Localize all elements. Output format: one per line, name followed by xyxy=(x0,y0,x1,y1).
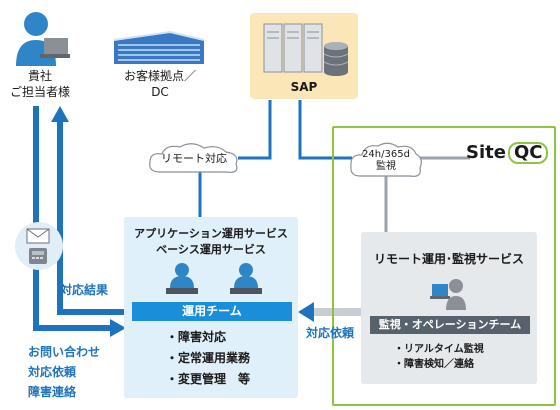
result-arrowhead xyxy=(51,106,69,122)
ops-bullet-change: ・変更管理 等 xyxy=(166,372,251,386)
result-flow-label: 対応結果 xyxy=(60,283,109,297)
customer-line2: ご担当者様 xyxy=(9,85,70,99)
dc-line2: DC xyxy=(151,85,169,99)
dc-line1: お客様拠点／ xyxy=(123,69,196,83)
monitor-cloud-line2: 監視 xyxy=(376,161,396,172)
ops-team-band: 運用チーム xyxy=(132,302,292,321)
building-icon xyxy=(113,30,205,64)
ops-bullet-incident: ・障害対応 xyxy=(166,330,227,344)
monitor-cloud-label: 24h/365d 監視 xyxy=(350,149,422,173)
remote-bullet-realtime: ・リアルタイム監視 xyxy=(394,344,484,355)
remote-service-title: リモート運用･監視サービス xyxy=(373,252,524,266)
inquiry-arrowhead xyxy=(110,319,126,337)
monitoring-team-band: 監視・オペレーションチーム xyxy=(370,316,530,334)
contact-icons xyxy=(15,222,63,270)
siteqc-frame xyxy=(332,126,556,406)
database-icon xyxy=(323,42,349,76)
phone-icon xyxy=(29,248,47,264)
remote-bullet-detection: ・障害検知／連絡 xyxy=(394,359,474,370)
inquiry-label-incident: 障害連絡 xyxy=(28,385,77,399)
inquiry-flow-labels: お問い合わせ 対応依頼 障害連絡 xyxy=(28,342,100,402)
request-flow-label: 対応依頼 xyxy=(306,326,355,340)
sap-monitor-line xyxy=(298,100,352,160)
sap-remote-line xyxy=(238,100,272,160)
ops-title-line1: アプリケーション運用サービス xyxy=(134,227,288,240)
remote-service-bullets: ・リアルタイム監視 ・障害検知／連絡 xyxy=(394,342,484,372)
ops-title-line2: ベーシス運用サービス xyxy=(156,243,266,256)
request-arrowhead xyxy=(298,302,314,322)
customer-label: 貴社 ご担当者様 xyxy=(8,68,72,100)
remote-cloud-label: リモート対応 xyxy=(161,152,227,165)
operator-icon-right xyxy=(230,263,262,294)
siteqc-logo-qc: QC xyxy=(507,142,549,164)
inquiry-label-request: 対応依頼 xyxy=(28,365,77,379)
dc-label: お客様拠点／ DC xyxy=(110,68,210,100)
person-icon xyxy=(16,12,70,66)
remote-cloud xyxy=(149,143,238,173)
mail-icon xyxy=(26,228,50,244)
siteqc-logo-site: Site xyxy=(466,142,506,163)
workstation-icon xyxy=(430,279,466,310)
operator-icon-left xyxy=(166,263,198,294)
result-flow-arrow xyxy=(57,118,124,315)
inquiry-flow-arrow xyxy=(33,106,114,331)
customer-line1: 貴社 xyxy=(27,69,52,83)
ops-service-title: アプリケーション運用サービス ベーシス運用サービス xyxy=(124,226,298,258)
server-icon xyxy=(263,23,349,76)
ops-service-bullets: ・障害対応 ・定常運用業務 ・変更管理 等 xyxy=(166,327,250,390)
ops-bullet-routine: ・定常運用業務 xyxy=(166,351,251,365)
monitor-cloud-line1: 24h/365d xyxy=(362,149,410,160)
sap-label: SAP xyxy=(290,80,318,94)
monitor-cloud xyxy=(350,142,422,177)
inquiry-label-contact: お問い合わせ xyxy=(28,345,101,359)
